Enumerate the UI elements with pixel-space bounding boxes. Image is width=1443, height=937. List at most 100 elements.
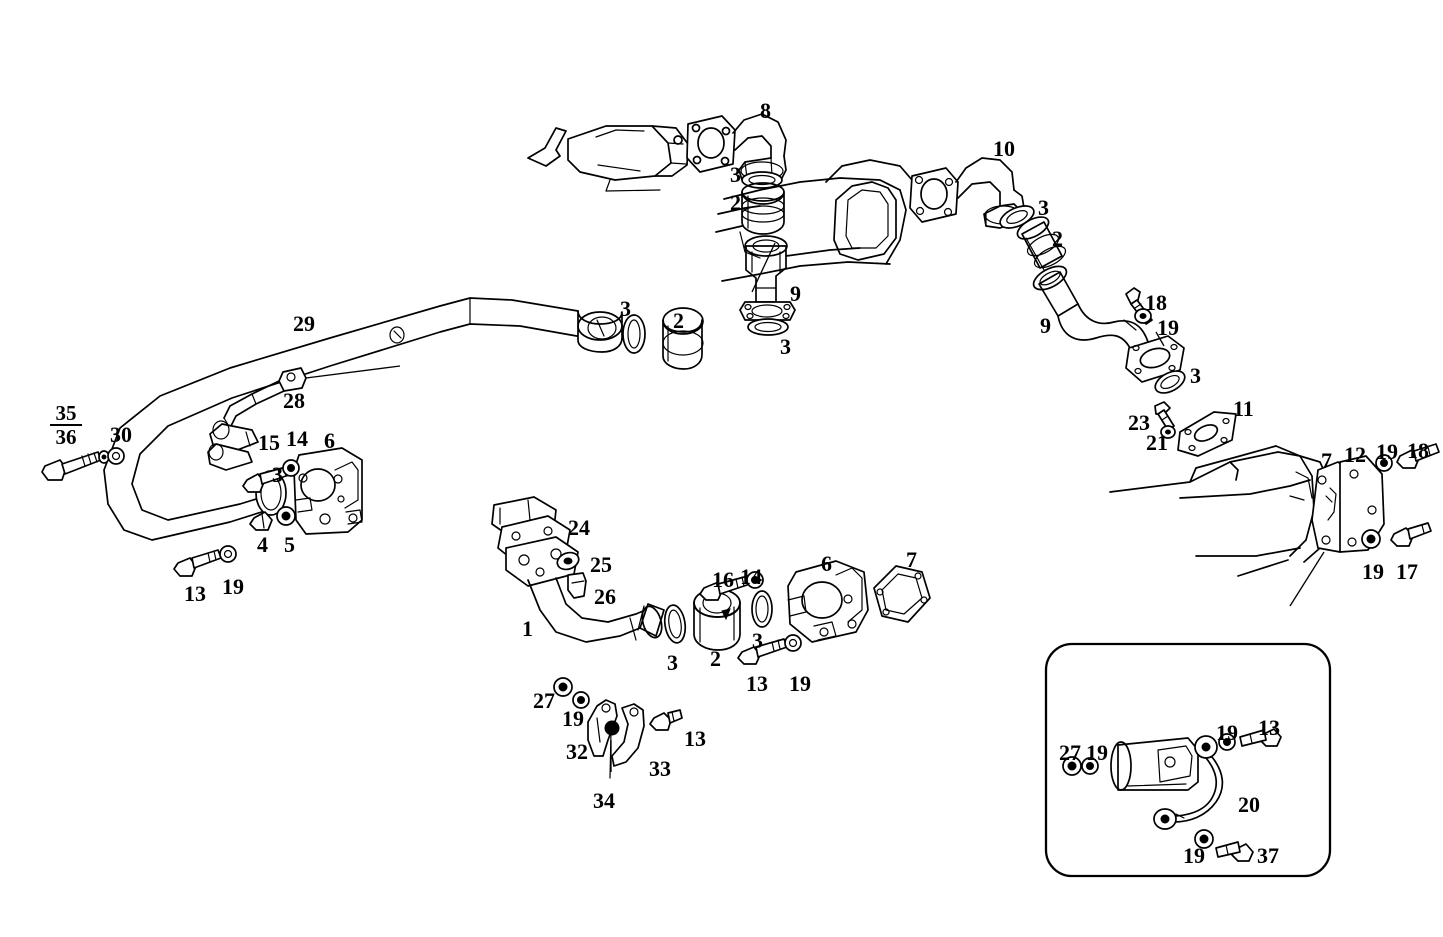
callout-19g: 19 [1086, 740, 1108, 765]
callout-3c: 3 [1038, 195, 1049, 220]
part-gasket-3-center [663, 604, 687, 644]
callout-35-label: 35 [55, 401, 77, 425]
part-pipe-9-right [1032, 265, 1185, 383]
callout-9b: 9 [1040, 313, 1051, 338]
part-flange-8a [686, 115, 736, 173]
callout-36-label: 36 [55, 425, 77, 450]
callout-19c: 19 [789, 671, 811, 696]
callout-19i: 19 [1183, 843, 1205, 868]
callout-1: 1 [522, 616, 533, 641]
callout-5: 5 [284, 532, 295, 557]
callout-37: 37 [1257, 843, 1279, 868]
callout-2a: 2 [730, 190, 741, 215]
part-pipe-9-left [739, 235, 796, 321]
part-bolt-13-clamp [649, 709, 683, 731]
part-sleeve-2-upper [741, 182, 785, 235]
part-gasket-3-lower-left [747, 318, 789, 336]
callout-4: 4 [257, 532, 268, 557]
part-washer-30b [107, 447, 125, 465]
part-bolt-18-right [1396, 443, 1440, 469]
inset-bolt-37 [1215, 841, 1254, 862]
part-downpipe-1 [491, 496, 665, 643]
inset-washer-19-top [1218, 733, 1236, 751]
callout-19h: 19 [1216, 720, 1238, 745]
callout-27a: 27 [533, 688, 555, 713]
callout-19b: 19 [222, 574, 244, 599]
callout-29: 29 [293, 311, 315, 336]
part-clamp-half-32 [587, 699, 618, 757]
part-bolt-17-right [1390, 522, 1432, 547]
callout-19a: 19 [1157, 315, 1179, 340]
part-housing-6-center [787, 560, 869, 643]
part-washer-5 [276, 506, 296, 526]
part-muffler-right [1109, 445, 1385, 577]
callout-26: 26 [594, 584, 616, 609]
callout-14a: 14 [286, 426, 308, 451]
callout-6b: 6 [821, 551, 832, 576]
callout-9a: 9 [790, 281, 801, 306]
part-nut-27 [553, 677, 573, 697]
part-tailpipe-tip [527, 125, 689, 192]
part-sleeve-2-pipe29 [662, 307, 704, 370]
part-washer-19-right-top [1375, 454, 1393, 472]
callout-19d: 19 [562, 706, 584, 731]
callout-30: 30 [110, 422, 132, 447]
part-housing-6-left [293, 447, 363, 535]
inset-washer-19-bottom [1194, 829, 1214, 849]
callout-35-36: 35 36 [50, 402, 82, 448]
callout-34: 34 [593, 788, 615, 813]
callout-3e: 3 [620, 296, 631, 321]
part-manifold-body [715, 159, 913, 282]
callout-11: 11 [1233, 396, 1254, 421]
part-bolt-23 [1154, 401, 1175, 431]
inset-bolt-13 [1239, 728, 1282, 747]
callout-18a: 18 [1145, 290, 1167, 315]
callout-3b: 3 [780, 334, 791, 359]
part-washer-19-clamp [572, 691, 590, 709]
callout-3h: 3 [752, 628, 763, 653]
callout-27b: 27 [1059, 740, 1081, 765]
callout-2c: 2 [673, 308, 684, 333]
part-sleeve-2-center [693, 588, 741, 651]
part-gasket-3-center-right [751, 590, 773, 628]
part-bolt-35-36 [41, 451, 102, 481]
callout-3g: 3 [667, 650, 678, 675]
callout-3d: 3 [1190, 363, 1201, 388]
callout-19e: 19 [1376, 439, 1398, 464]
part-nut-21 [1160, 425, 1176, 439]
part-washer-19-center [784, 634, 802, 652]
part-gasket-3-right [1154, 370, 1186, 394]
callout-17: 17 [1396, 559, 1418, 584]
part-pipe-joint-left [207, 420, 259, 471]
callout-8: 8 [760, 98, 771, 123]
callout-16: 16 [712, 567, 734, 592]
callout-2d: 2 [710, 646, 721, 671]
inset-sensor-lead-20 [1153, 735, 1224, 830]
callout-7b: 7 [1321, 448, 1332, 473]
part-washer-14-center [746, 571, 764, 589]
part-flange-11 [1177, 411, 1237, 457]
part-sleeve-2-upper-right [1016, 216, 1067, 271]
part-bolt-13-left [173, 549, 222, 577]
fraction-bar [50, 424, 82, 427]
inset-washer-19 [1081, 757, 1099, 775]
callout-19f: 19 [1362, 559, 1384, 584]
callout-33: 33 [649, 756, 671, 781]
part-washer-19-right-bottom [1361, 529, 1381, 549]
callout-13a: 13 [184, 581, 206, 606]
callout-20: 20 [1238, 792, 1260, 817]
inset-nut-27 [1062, 756, 1082, 776]
callout-28: 28 [283, 388, 305, 413]
part-gasket-7-center [873, 565, 931, 623]
part-long-pipe-29 [103, 297, 623, 541]
callout-3a: 3 [730, 162, 741, 187]
callout-32: 32 [566, 739, 588, 764]
part-flange-10 [909, 167, 959, 223]
leader-lines [610, 242, 1325, 772]
inset-panel-border [1044, 642, 1332, 878]
part-washer-19-left [219, 545, 237, 563]
part-bolt-16 [699, 575, 751, 601]
callout-12: 12 [1344, 442, 1366, 467]
